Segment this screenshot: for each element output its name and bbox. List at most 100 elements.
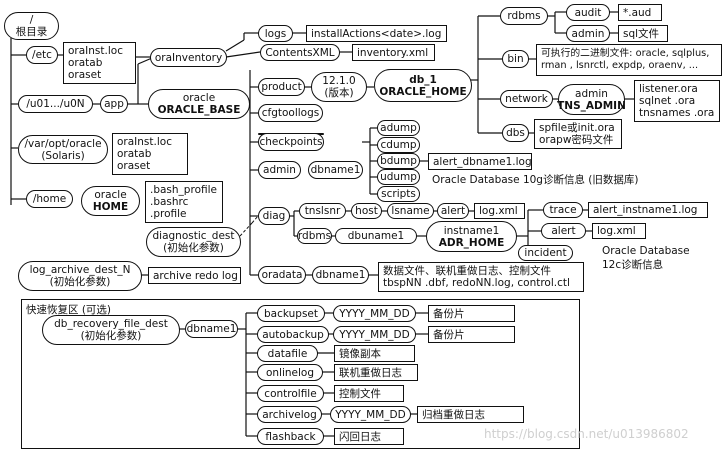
backupset-label: backupset (264, 307, 318, 320)
adr-log-xml-file: log.xml (592, 223, 646, 239)
fra-dbname-directory: dbname1 (185, 320, 238, 338)
checkpoints-directory: checkpoints (258, 133, 324, 151)
bin-desc-line2: rman , lsnrctl, expdp, oraenv, ... (541, 60, 699, 71)
onlinelog-files: 联机重做日志 (334, 364, 418, 381)
version-directory: 12.1.0 (版本) (311, 72, 367, 102)
archive-dest-line2: (初始化参数) (49, 276, 111, 288)
tns-admin-directory: admin TNS_ADMIN (557, 84, 626, 115)
incident-directory: incident (518, 245, 573, 261)
aud-files: *.aud (618, 4, 662, 21)
listener-alert-label: alert (440, 205, 466, 217)
oracle-12c-note-line2: 12c诊断信息 (602, 259, 664, 271)
onlinelog-directory: onlinelog (257, 364, 323, 381)
audit-directory: audit (566, 4, 610, 21)
profile-file: .profile (150, 208, 187, 220)
etc-file-oraset: oraset (68, 69, 102, 81)
autobackup-label: autobackup (262, 328, 324, 341)
fra-title: 快速恢复区 (可选) (26, 302, 186, 318)
oracle-base-line1: oracle (182, 92, 216, 104)
archivelog-files: 归档重做日志 (417, 406, 524, 423)
u01-directory: /u01.../u0N (18, 95, 93, 113)
backupset-date-label: YYYY_MM_DD (339, 307, 410, 320)
etc-files: oraInst.loc oratab oraset (63, 42, 136, 84)
archive-redo-log: archive redo log (148, 267, 241, 284)
trace-directory: trace (543, 202, 583, 218)
diag-directory: diag (258, 207, 290, 225)
adump-label: adump (380, 122, 417, 134)
home-directory: /home (26, 190, 73, 208)
etc-file-oratab: oratab (68, 57, 103, 69)
var-opt-oracle-directory: /var/opt/oracle (Solaris) (18, 135, 108, 164)
u01-label: /u01.../u0N (26, 98, 85, 110)
diagnostic-dest-line1: diagnostic_dest (152, 230, 235, 242)
trace-label: trace (549, 204, 577, 216)
archivelog-directory: archivelog (257, 406, 322, 423)
rdbms-directory: rdbms (500, 7, 548, 25)
backupset-desc: 备份片 (433, 307, 465, 320)
log-archive-dest-parameter: log_archive_dest_N (初始化参数) (18, 261, 142, 291)
var-opt-line1: /var/opt/oracle (24, 137, 102, 150)
cfgtoollogs-directory: cfgtoollogs (258, 104, 323, 122)
alert-instname-file: alert_instname1.log (588, 202, 708, 218)
fast-recovery-area-frame (21, 299, 580, 449)
oradata-dbname-label: dbname1 (315, 269, 366, 281)
watermark: https://blog.csdn.net/u013986802 (484, 427, 689, 441)
host-label: host (355, 205, 378, 217)
var-opt-line2: (Solaris) (41, 149, 85, 162)
tns-files: listener.ora sqlnet .ora tnsnames .ora (634, 80, 720, 122)
autobackup-desc: 备份片 (433, 328, 465, 341)
root-directory: / 根目录 (4, 12, 59, 40)
tnslsnr-directory: tnslsnr (299, 203, 346, 219)
install-actions-file: installActions<date>.log (306, 25, 447, 42)
home-profile-files: .bash_profile .bashrc .profile (145, 181, 223, 223)
bashrc-file: .bashrc (150, 196, 189, 208)
bin-description: 可执行的二进制文件: oracle, sqlplus, rman , lsnrc… (536, 44, 722, 76)
controlfile-directory: controlfile (257, 385, 324, 402)
dbuname-label: dbuname1 (347, 230, 405, 242)
bin-directory: bin (502, 50, 529, 68)
var-opt-file-orainst: oraInst.loc (117, 136, 172, 148)
tns-admin-line2: TNS_ADMIN (557, 99, 626, 112)
alert-instname-label: alert_instname1.log (593, 204, 698, 216)
spfile-label: spfile或init.ora (539, 122, 615, 134)
orapw-label: orapw密码文件 (539, 134, 614, 146)
oradata-directory: oradata (258, 266, 306, 284)
scripts-label: scripts (381, 188, 416, 200)
admin-dbname-directory: dbname1 (308, 161, 363, 179)
listener-log-xml-file: log.xml (474, 203, 525, 219)
orainventory-label: oraInventory (154, 51, 223, 64)
archivelog-desc: 归档重做日志 (422, 408, 485, 421)
root-label: 根目录 (15, 26, 48, 38)
diagnostic-dest-line2: (初始化参数) (163, 242, 224, 254)
oracle-12c-note-line1: Oracle Database (602, 245, 690, 257)
admin-directory: admin (258, 161, 301, 179)
bash-profile-file: .bash_profile (150, 184, 217, 196)
diag-label: diag (262, 210, 286, 222)
archivelog-label: archivelog (262, 408, 317, 421)
archive-dest-line1: log_archive_dest_N (29, 264, 131, 276)
etc-label: /etc (32, 49, 52, 61)
diagnostic-dest-parameter: diagnostic_dest (初始化参数) (146, 227, 241, 257)
datafile-directory: datafile (257, 345, 318, 362)
autobackup-date-directory: YYYY_MM_DD (333, 326, 416, 343)
network-label: network (505, 93, 548, 105)
sql-files: sql文件 (618, 25, 668, 42)
diag-rdbms-label: rdbms (297, 230, 332, 242)
listener-log-xml-label: log.xml (479, 205, 518, 217)
admin-dbname-label: dbname1 (310, 164, 361, 176)
dbs-label: dbs (506, 127, 525, 139)
cdump-directory: cdump (377, 137, 420, 153)
rdbms-admin-label: admin (571, 27, 605, 40)
rdbms-label: rdbms (507, 10, 541, 22)
oradata-desc-line2: tbspNN .dbf, redoNN.log, control.ctl (383, 277, 570, 289)
var-opt-files: oraInst.loc oratab oraset (112, 133, 188, 175)
udump-directory: udump (377, 169, 420, 185)
lsname-directory: lsname (387, 203, 434, 219)
tns-admin-line1: admin (575, 87, 608, 100)
oracle-10g-note: Oracle Database 10g诊断信息 (旧数据库) (432, 172, 682, 188)
flashback-directory: flashback (257, 428, 324, 445)
onlinelog-label: onlinelog (265, 366, 315, 379)
fra-dest-line1: db_recovery_file_dest (54, 318, 168, 330)
oradata-desc-line1: 数据文件、联机重做日志、控制文件 (383, 265, 551, 277)
